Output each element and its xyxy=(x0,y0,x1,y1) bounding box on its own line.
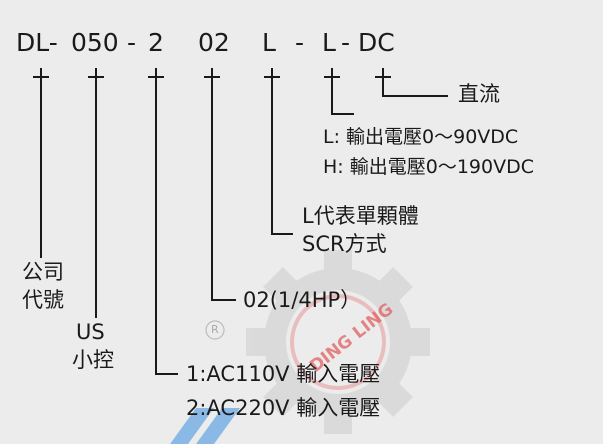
connector-dc xyxy=(375,68,448,97)
connector-scr xyxy=(264,68,293,235)
label-dc: 直流 xyxy=(458,82,500,106)
code-hp: 02 xyxy=(198,28,230,57)
label-output-l: L: 輸出電壓0～90VDC xyxy=(323,126,519,148)
label-scr-line1: L代表單顆體 xyxy=(302,204,419,228)
code-output: L xyxy=(322,28,336,57)
label-company-line2: 代號 xyxy=(22,288,64,312)
label-output-h: H: 輸出電壓0～190VDC xyxy=(323,156,534,178)
code-scr: L xyxy=(262,28,276,57)
code-series: DL- xyxy=(16,28,58,57)
code-dash-1: - xyxy=(127,28,137,57)
code-dc: DC xyxy=(358,28,395,57)
label-input-1: 1:AC110V 輸入電壓 xyxy=(186,362,381,386)
connector-output xyxy=(324,68,354,115)
label-scr-line2: SCR方式 xyxy=(302,232,387,256)
code-power: 050 xyxy=(71,28,119,57)
label-company-line1: 公司 xyxy=(22,260,64,284)
label-hp: 02(1/4HP） xyxy=(243,288,362,312)
connector-us xyxy=(88,68,104,318)
label-us-line2: 小控 xyxy=(72,348,114,372)
connector-input xyxy=(148,68,178,375)
code-voltage: 2 xyxy=(148,28,164,57)
label-input-2: 2:AC220V 輸入電壓 xyxy=(186,396,381,420)
watermark-registered-mark: R xyxy=(211,323,219,336)
code-dash-2: - xyxy=(295,28,305,57)
connector-hp xyxy=(204,68,236,301)
connector-company xyxy=(33,68,49,258)
code-dash-3: - xyxy=(341,28,351,57)
label-us-line1: US xyxy=(76,320,105,344)
